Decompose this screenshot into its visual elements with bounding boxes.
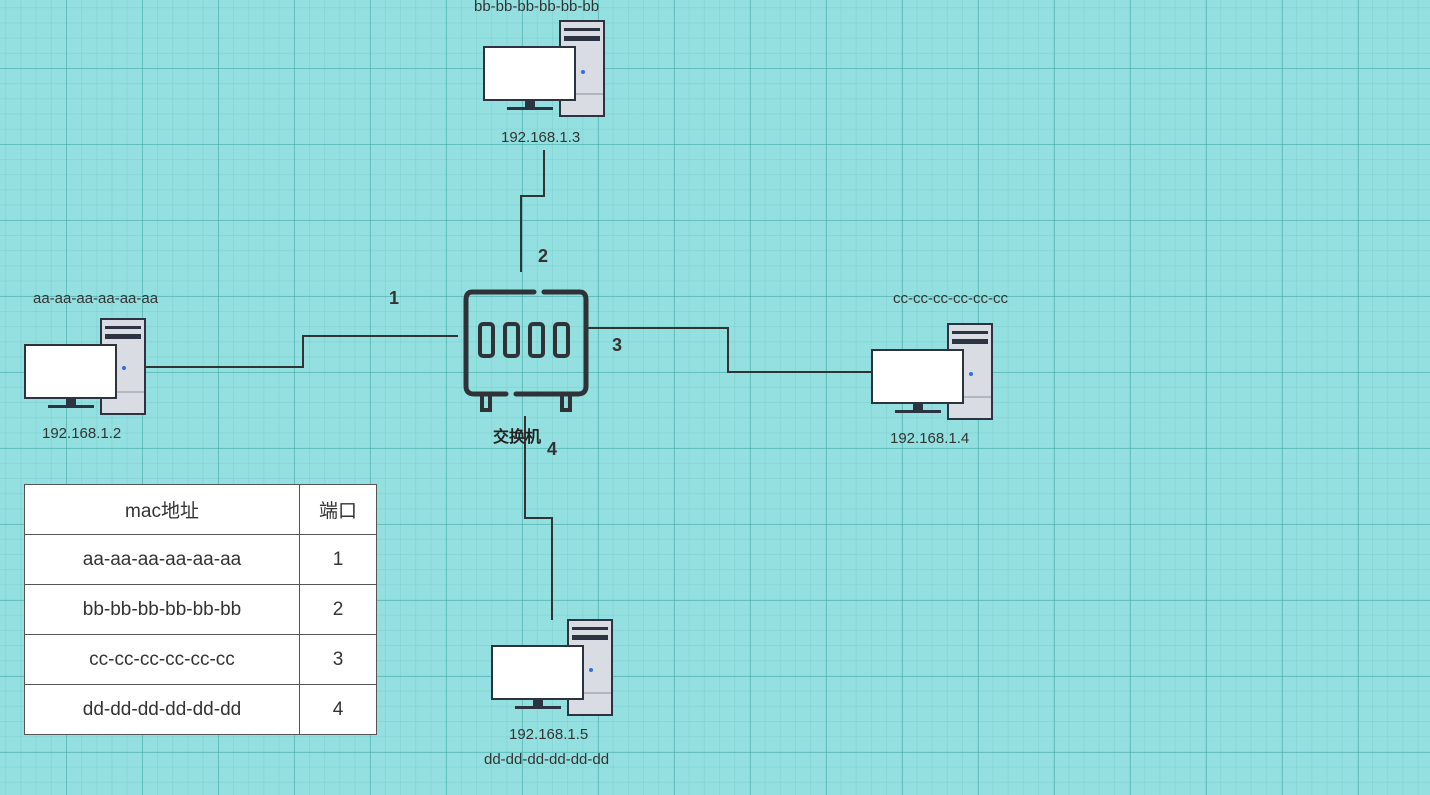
cell-port: 1 [299, 534, 377, 585]
link-host-b [520, 150, 545, 272]
table-header-row: mac地址 端口 [24, 484, 377, 535]
table-row: cc-cc-cc-cc-cc-cc 3 [24, 634, 377, 685]
cell-port: 2 [299, 584, 377, 635]
host-a-ip-label: 192.168.1.2 [42, 425, 122, 442]
host-a-mac-label: aa-aa-aa-aa-aa-aa [33, 290, 159, 307]
host-b-ip-label: 192.168.1.3 [501, 129, 581, 146]
cell-mac: cc-cc-cc-cc-cc-cc [24, 634, 300, 685]
port-label-1: 1 [389, 288, 400, 308]
port-label-2: 2 [538, 246, 549, 266]
host-b-mac-label: bb-bb-bb-bb-bb-bb [474, 0, 600, 15]
cell-port: 3 [299, 634, 377, 685]
link-host-d [524, 416, 553, 620]
cell-port: 4 [299, 684, 377, 735]
host-c-ip-label: 192.168.1.4 [890, 430, 970, 447]
host-d-mac-label: dd-dd-dd-dd-dd-dd [484, 751, 610, 768]
computer-icon[interactable] [871, 323, 995, 421]
column-header-mac: mac地址 [24, 484, 300, 535]
host-c-mac-label: cc-cc-cc-cc-cc-cc [893, 290, 1008, 307]
switch-icon[interactable] [462, 288, 590, 416]
link-host-c [588, 327, 872, 373]
table-row: dd-dd-dd-dd-dd-dd 4 [24, 684, 377, 735]
host-d-ip-label: 192.168.1.5 [509, 726, 589, 743]
port-label-4: 4 [547, 439, 558, 459]
table-row: bb-bb-bb-bb-bb-bb 2 [24, 584, 377, 635]
port-label-3: 3 [612, 335, 623, 355]
mac-address-table: mac地址 端口 aa-aa-aa-aa-aa-aa 1 bb-bb-bb-bb… [24, 484, 377, 735]
cell-mac: dd-dd-dd-dd-dd-dd [24, 684, 300, 735]
column-header-port: 端口 [299, 484, 377, 535]
cell-mac: aa-aa-aa-aa-aa-aa [24, 534, 300, 585]
computer-icon[interactable] [491, 619, 615, 717]
computer-icon[interactable] [24, 318, 148, 416]
switch-label: 交换机 [493, 429, 542, 446]
table-row: aa-aa-aa-aa-aa-aa 1 [24, 534, 377, 585]
cell-mac: bb-bb-bb-bb-bb-bb [24, 584, 300, 635]
computer-icon[interactable] [483, 20, 607, 118]
link-host-a [146, 335, 458, 368]
